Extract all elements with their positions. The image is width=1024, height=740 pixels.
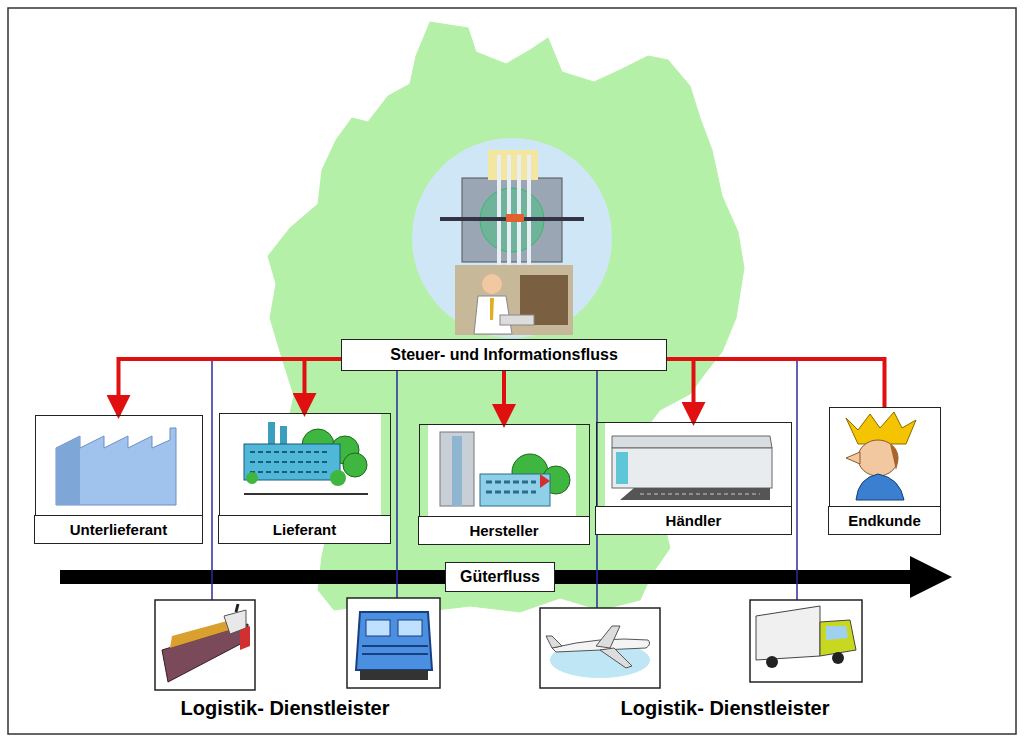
factory-icon xyxy=(56,428,176,505)
flow-label: Güterfluss xyxy=(445,562,555,592)
control-flow-line xyxy=(305,359,342,413)
control-flow-line xyxy=(119,359,342,415)
service-label: Logistik- Dienstleister xyxy=(181,697,390,720)
train-icon xyxy=(347,598,440,688)
supplier-icon xyxy=(244,422,368,494)
actor-box: Endkunde xyxy=(829,407,941,534)
node-label: Endkunde xyxy=(828,506,941,535)
node-label: Steuer- und Informationsfluss xyxy=(352,346,656,364)
goods-flow-arrowhead xyxy=(910,556,952,598)
actor-box: Unterlieferant xyxy=(35,415,203,543)
customer-icon xyxy=(846,412,916,500)
control-flow-line xyxy=(667,359,694,422)
node-label: Lieferant xyxy=(218,515,391,544)
actor-box: Lieferant xyxy=(219,413,391,543)
manufacturer-icon xyxy=(440,432,570,506)
control-circle xyxy=(412,138,612,338)
control-centre-icon xyxy=(440,150,584,335)
flow-box: Steuer- und Informationsfluss xyxy=(341,339,667,371)
node-label: Hersteller xyxy=(418,516,590,545)
truck-icon xyxy=(750,600,862,682)
actor-box: Hersteller xyxy=(419,424,590,544)
retailer-icon xyxy=(612,436,772,500)
service-lines xyxy=(212,359,797,608)
service-label: Logistik- Dienstleister xyxy=(621,697,830,720)
airplane-icon xyxy=(540,608,660,688)
frame xyxy=(8,8,1016,734)
actor-box: Händler xyxy=(596,422,792,534)
control-flow-line xyxy=(502,371,506,424)
node-label: Unterlieferant xyxy=(34,515,203,544)
control-flow-line xyxy=(667,359,885,407)
ship-icon xyxy=(155,600,255,690)
node-label: Händler xyxy=(595,506,792,535)
